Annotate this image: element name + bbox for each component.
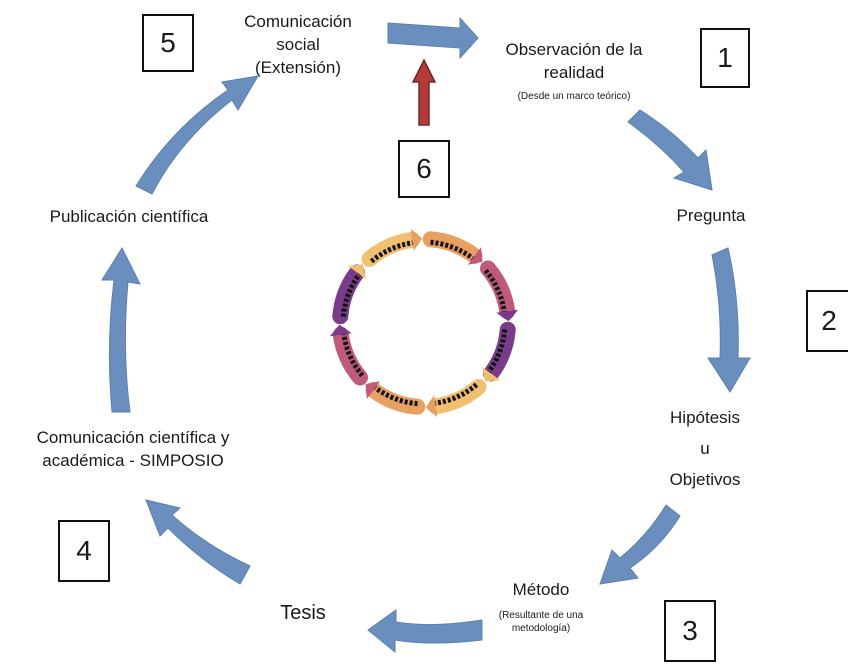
ring-arrowhead [496, 309, 519, 322]
step-box-3: 3 [664, 600, 716, 662]
node-label: Publicación científica [49, 207, 209, 226]
node-publicacion: Publicación científica [24, 205, 234, 228]
node-label: Pregunta [676, 206, 746, 225]
ring-segment-core [434, 382, 479, 406]
ring-segment [332, 264, 365, 325]
step-box-2: 2 [806, 290, 848, 352]
node-comunicacion-social: Comunicación social (Extensión) [228, 10, 368, 79]
step-box-4: 4 [58, 520, 110, 582]
ring-arrowhead [329, 324, 352, 337]
ring-segment-core [486, 329, 508, 374]
ring-segment-core [341, 333, 365, 378]
node-hipotesis: Hipótesis u Objetivos [650, 402, 760, 495]
node-label: Método [512, 580, 570, 599]
ring-segment [483, 321, 516, 382]
node-label: Objetivos [669, 470, 741, 489]
ring-segment [361, 231, 421, 267]
ring-segment [365, 382, 426, 415]
ring-segment [422, 231, 483, 264]
arrow-extension-to-observation [387, 16, 479, 60]
node-label: realidad [543, 63, 605, 82]
arrow-step6-up [411, 58, 437, 126]
node-comunicacion-cientifica: Comunicación científica y académica - SI… [8, 426, 258, 472]
node-pregunta: Pregunta [656, 204, 766, 227]
ring-arrowhead [365, 381, 381, 399]
node-label: u [700, 439, 710, 458]
node-metodo: Método (Resultante de una metodología) [476, 578, 606, 635]
ring-segment-core [369, 240, 414, 264]
node-label: social [276, 35, 320, 54]
step-number: 1 [717, 42, 733, 73]
step-number: 3 [682, 615, 698, 646]
arrow-method-to-thesis [367, 609, 483, 654]
step-number: 2 [821, 305, 837, 336]
ring-segment-core [340, 272, 362, 317]
arrow-question-to-hypothesis [707, 247, 751, 393]
arrow-publication-to-extension [135, 75, 259, 195]
node-note: metodología) [511, 623, 571, 634]
ring-segment [427, 379, 487, 415]
step-number: 5 [160, 27, 176, 58]
ring-segment [332, 326, 368, 386]
node-note: (Resultante de una [498, 610, 584, 621]
node-tesis: Tesis [258, 600, 348, 626]
ring-segment [480, 260, 516, 320]
node-label: académica - SIMPOSIO [42, 451, 224, 470]
node-label: Tesis [280, 602, 326, 624]
ring-arrowhead [467, 247, 483, 265]
arrow-objectives-to-method [599, 504, 681, 585]
arrow-thesis-to-symposium [145, 499, 251, 585]
arrow-observation-to-question [627, 109, 713, 191]
node-label: Comunicación científica y [36, 428, 230, 447]
node-label: Hipótesis [670, 408, 740, 427]
node-observacion: Observación de la realidad (Desde un mar… [484, 38, 664, 103]
ring-segment-core [430, 239, 475, 261]
step-box-1: 1 [700, 28, 750, 88]
step-number: 4 [76, 535, 92, 566]
ring-arrowhead [348, 264, 366, 280]
node-label: Observación de la [505, 40, 643, 59]
arrow-symposium-to-publication [101, 246, 141, 413]
cycle-icon [329, 228, 519, 418]
ring-segment-core [483, 268, 507, 313]
ring-arrowhead [425, 395, 438, 418]
ring-arrowhead [410, 228, 423, 251]
node-label: (Extensión) [255, 58, 341, 77]
node-note: (Desde un marco teórico) [517, 91, 631, 102]
ring-segment-core [373, 385, 418, 407]
step-number: 6 [416, 153, 432, 184]
step-box-6: 6 [398, 140, 450, 198]
ring-arrowhead [482, 366, 500, 382]
node-label: Comunicación [244, 12, 352, 31]
step-box-5: 5 [142, 14, 194, 72]
